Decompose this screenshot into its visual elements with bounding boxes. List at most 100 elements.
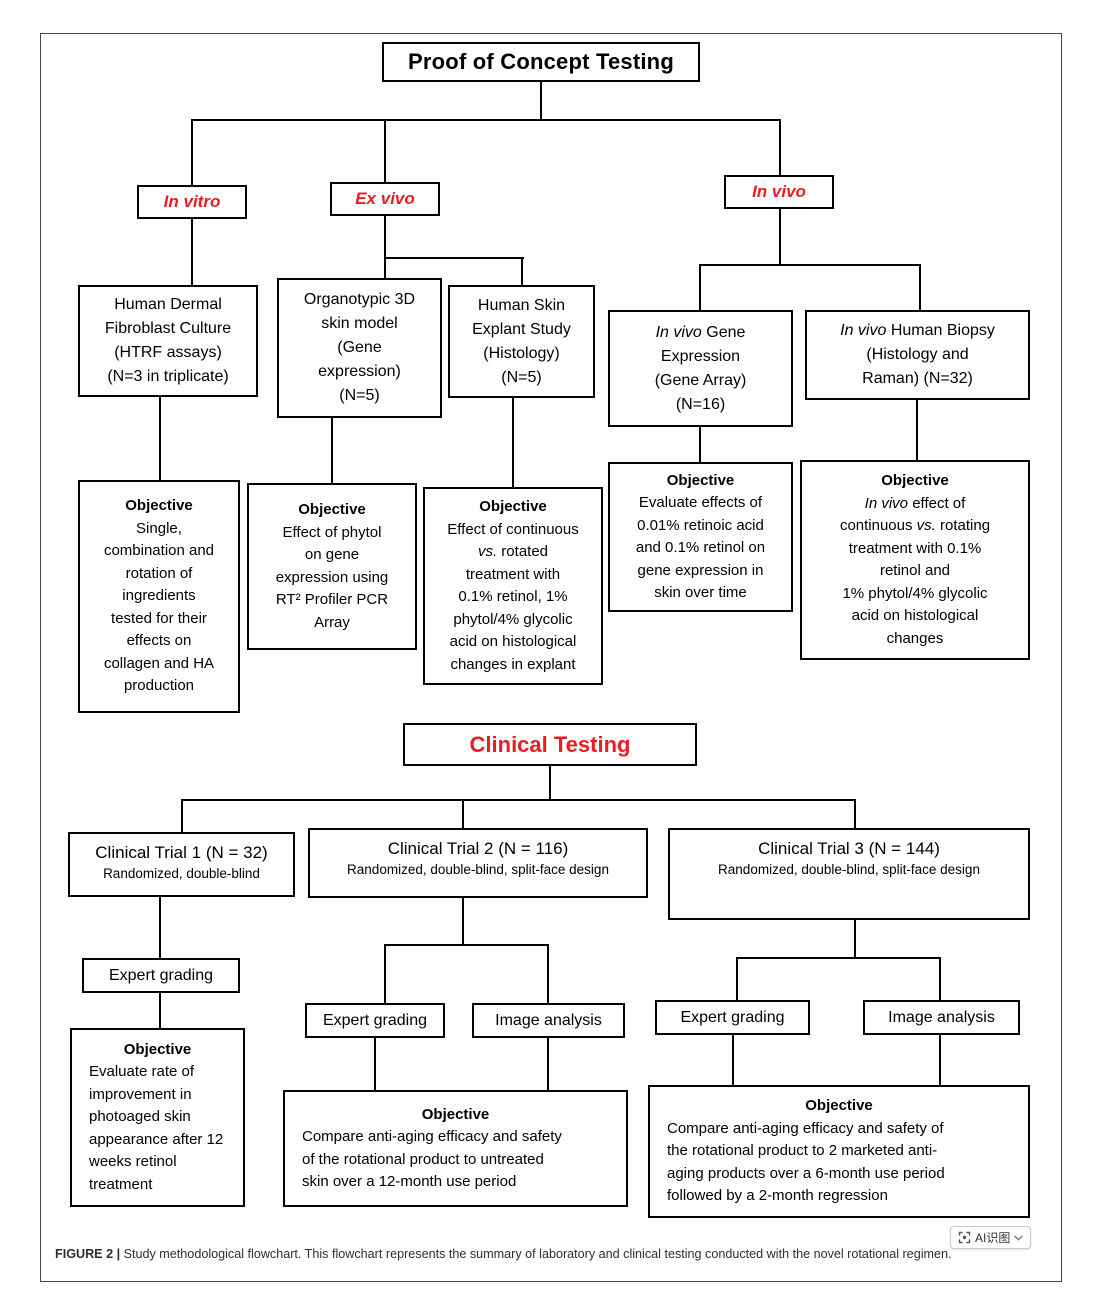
node-skin-explant: Human Skin Explant Study (Histology) (N=…: [448, 285, 595, 398]
objective-biopsy: Objective In vivo effect of continuous v…: [800, 460, 1030, 660]
method-label: Expert grading: [322, 1011, 428, 1029]
method-label: Image analysis: [888, 1008, 995, 1026]
connector-line: [462, 898, 464, 945]
objective-trial-3: Objective Compare anti-aging efficacy an…: [648, 1085, 1030, 1218]
node-organotypic-model: Organotypic 3D skin model (Gene expressi…: [277, 278, 442, 418]
node-title: In vivo Human Biopsy (Histology and Rama…: [840, 322, 995, 387]
node-expert-grading-trial3: Expert grading: [655, 1000, 810, 1035]
objective-text: Compare anti-aging efficacy and safety o…: [302, 1128, 562, 1190]
branch-in-vivo: In vivo: [724, 175, 834, 209]
connector-line: [181, 799, 856, 801]
connector-line: [547, 944, 549, 1003]
method-label: Expert grading: [108, 966, 214, 984]
figure-caption-label: FIGURE 2 |: [55, 1247, 121, 1261]
branch-ex-vivo: Ex vivo: [330, 182, 440, 216]
connector-line: [181, 799, 183, 832]
trial-title: Clinical Trial 1 (N = 32): [95, 843, 268, 862]
poc-title: Proof of Concept Testing: [408, 49, 674, 74]
node-title: Human Dermal Fibroblast Culture (HTRF as…: [104, 296, 232, 385]
objective-trial-1: Objective Evaluate rate of improvement i…: [70, 1028, 245, 1207]
objective-gene-expression: Objective Evaluate effects of 0.01% reti…: [608, 462, 793, 612]
node-expert-grading-trial2: Expert grading: [305, 1003, 445, 1038]
node-image-analysis-trial2: Image analysis: [472, 1003, 625, 1038]
trial-title: Clinical Trial 2 (N = 116): [387, 839, 569, 858]
figure-caption: FIGURE 2 | Study methodological flowchar…: [55, 1247, 1050, 1261]
connector-line: [159, 897, 161, 958]
connector-line: [854, 799, 856, 828]
connector-line: [732, 1035, 734, 1085]
connector-line: [736, 957, 738, 1000]
connector-line: [191, 119, 781, 121]
connector-line: [547, 1038, 549, 1090]
trial-subtitle: Randomized, double-blind, split-face des…: [347, 861, 609, 877]
objective-heading: Objective: [479, 498, 547, 515]
objective-heading: Objective: [881, 472, 949, 489]
connector-line: [384, 216, 386, 278]
node-clinical-trial-1: Clinical Trial 1 (N = 32) Randomized, do…: [68, 832, 295, 897]
objective-heading: Objective: [123, 1040, 192, 1058]
objective-heading: Objective: [298, 501, 366, 518]
objective-heading: Objective: [666, 471, 735, 489]
connector-line: [699, 264, 701, 310]
branch-in-vitro: In vitro: [137, 185, 247, 219]
objective-fibroblast: Objective Single, combination and rotati…: [78, 480, 240, 713]
objective-heading: Objective: [125, 497, 193, 515]
branch-in-vitro-label: In vitro: [163, 192, 221, 211]
connector-line: [331, 418, 333, 483]
trial-subtitle: Randomized, double-blind, split-face des…: [718, 861, 980, 877]
trial-subtitle: Randomized, double-blind: [103, 865, 260, 881]
figure-caption-text: Study methodological flowchart. This flo…: [120, 1247, 952, 1261]
node-clinical-trial-2: Clinical Trial 2 (N = 116) Randomized, d…: [308, 828, 648, 898]
objective-text: Single, combination and rotation of ingr…: [103, 519, 215, 695]
node-title: Organotypic 3D skin model (Gene expressi…: [303, 291, 416, 404]
connector-line: [374, 1038, 376, 1090]
method-label: Expert grading: [680, 1008, 785, 1026]
trial-title: Clinical Trial 3 (N = 144): [758, 839, 940, 858]
objective-trial-2: Objective Compare anti-aging efficacy an…: [283, 1090, 628, 1207]
node-clinical-trial-3: Clinical Trial 3 (N = 144) Randomized, d…: [668, 828, 1030, 920]
connector-line: [521, 257, 523, 285]
connector-line: [699, 427, 701, 462]
connector-line: [854, 920, 856, 958]
connector-line: [939, 1035, 941, 1085]
connector-line: [384, 257, 524, 259]
node-fibroblast-culture: Human Dermal Fibroblast Culture (HTRF as…: [78, 285, 258, 397]
objective-organotypic: Objective Effect of phytol on gene expre…: [247, 483, 417, 650]
connector-line: [159, 397, 161, 480]
chevron-down-icon: [1014, 1235, 1024, 1241]
clinical-title-box: Clinical Testing: [403, 723, 697, 766]
connector-line: [462, 799, 464, 828]
method-label: Image analysis: [495, 1011, 602, 1029]
node-gene-expression: In vivo Gene Expression (Gene Array) (N=…: [608, 310, 793, 427]
node-image-analysis-trial3: Image analysis: [863, 1000, 1020, 1035]
ai-recognize-badge[interactable]: AI识图: [950, 1226, 1032, 1249]
objective-text: Compare anti-aging efficacy and safety o…: [667, 1119, 945, 1205]
connector-line: [779, 119, 781, 176]
connector-line: [549, 766, 551, 800]
scan-frame-icon: [958, 1231, 971, 1244]
connector-line: [384, 944, 386, 1003]
connector-line: [736, 957, 941, 959]
node-title: Human Skin Explant Study (Histology) (N=…: [472, 296, 571, 386]
ai-badge-label: AI识图: [975, 1231, 1011, 1245]
connector-line: [512, 398, 514, 487]
connector-line: [779, 209, 781, 265]
branch-in-vivo-label: In vivo: [752, 182, 806, 201]
objective-heading: Objective: [805, 1097, 873, 1115]
node-expert-grading-trial1: Expert grading: [82, 958, 240, 993]
connector-line: [540, 82, 542, 120]
connector-line: [384, 119, 386, 183]
poc-title-box: Proof of Concept Testing: [382, 42, 700, 82]
objective-text: In vivo effect of continuous vs. rotatin…: [839, 494, 991, 647]
connector-line: [384, 944, 549, 946]
objective-text: Effect of phytol on gene expression usin…: [275, 523, 389, 631]
objective-text: Evaluate effects of 0.01% retinoic acid …: [635, 494, 766, 601]
figure-border: [40, 33, 1062, 1282]
connector-line: [699, 264, 921, 266]
connector-line: [919, 264, 921, 310]
objective-heading: Objective: [421, 1105, 490, 1123]
connector-line: [939, 957, 941, 1000]
connector-line: [159, 993, 161, 1028]
node-human-biopsy: In vivo Human Biopsy (Histology and Rama…: [805, 310, 1030, 400]
